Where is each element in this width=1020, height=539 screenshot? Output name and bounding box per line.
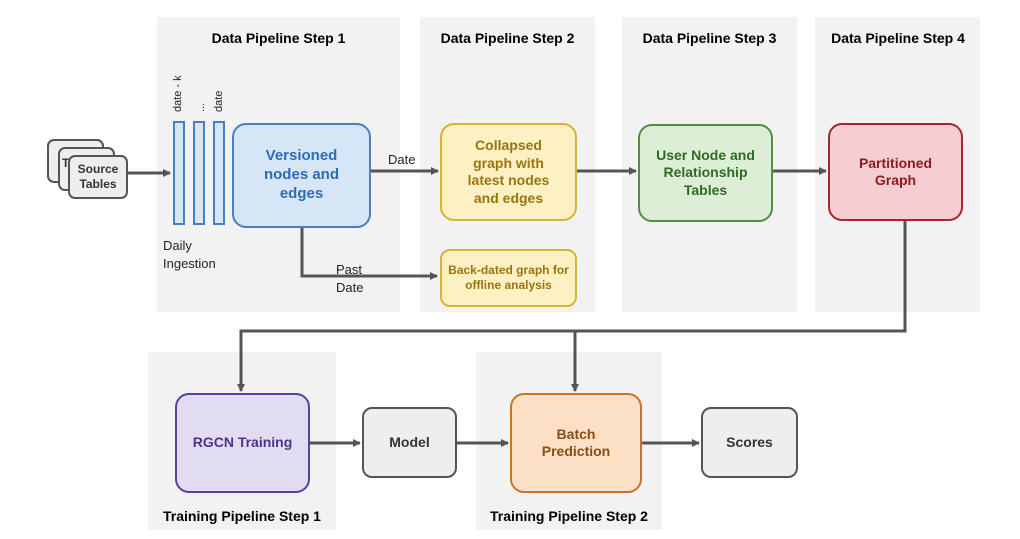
edge-label-date: Date	[388, 152, 416, 167]
partitioned-graph-node: Partitioned Graph	[828, 123, 963, 221]
data-step-2-title: Data Pipeline Step 2	[440, 30, 575, 46]
arrow-partitioned-to-training	[237, 220, 907, 392]
versioned-nodes-edges-node: Versioned nodes and edges	[232, 123, 371, 228]
rgcn-training-node: RGCN Training	[175, 393, 310, 493]
label-ellipsis: ...	[195, 102, 207, 112]
training-step-2-title: Training Pipeline Step 2	[490, 508, 648, 524]
ingestion-bar-date-k	[173, 121, 185, 225]
source-table-card-back-label: T	[62, 156, 70, 170]
training-step-1-title: Training Pipeline Step 1	[163, 508, 321, 524]
batch-prediction-node: Batch Prediction	[510, 393, 642, 493]
scores-node: Scores	[701, 407, 798, 478]
label-date: date	[213, 90, 225, 112]
data-step-3-title: Data Pipeline Step 3	[642, 30, 777, 46]
edge-label-past-date: Date	[336, 280, 364, 295]
back-dated-graph-node: Back-dated graph for offline analysis	[440, 249, 577, 307]
data-step-1-title: Data Pipeline Step 1	[211, 30, 346, 46]
source-tables-node: Source Tables	[68, 155, 128, 199]
edge-label-past: Past	[336, 262, 363, 277]
label-date-k: date - k	[172, 75, 184, 112]
ingestion-bar-date	[213, 121, 225, 225]
ingestion-bar-ellipsis	[193, 121, 205, 225]
label-daily: Daily Ingestion	[163, 238, 216, 271]
arrow-versioned-to-backdated	[300, 228, 438, 280]
model-node: Model	[362, 407, 457, 478]
collapsed-graph-node: Collapsed graph with latest nodes and ed…	[440, 123, 577, 221]
user-node-relationship-tables-node: User Node and Relationship Tables	[638, 124, 773, 222]
data-step-4-title: Data Pipeline Step 4	[831, 30, 965, 46]
